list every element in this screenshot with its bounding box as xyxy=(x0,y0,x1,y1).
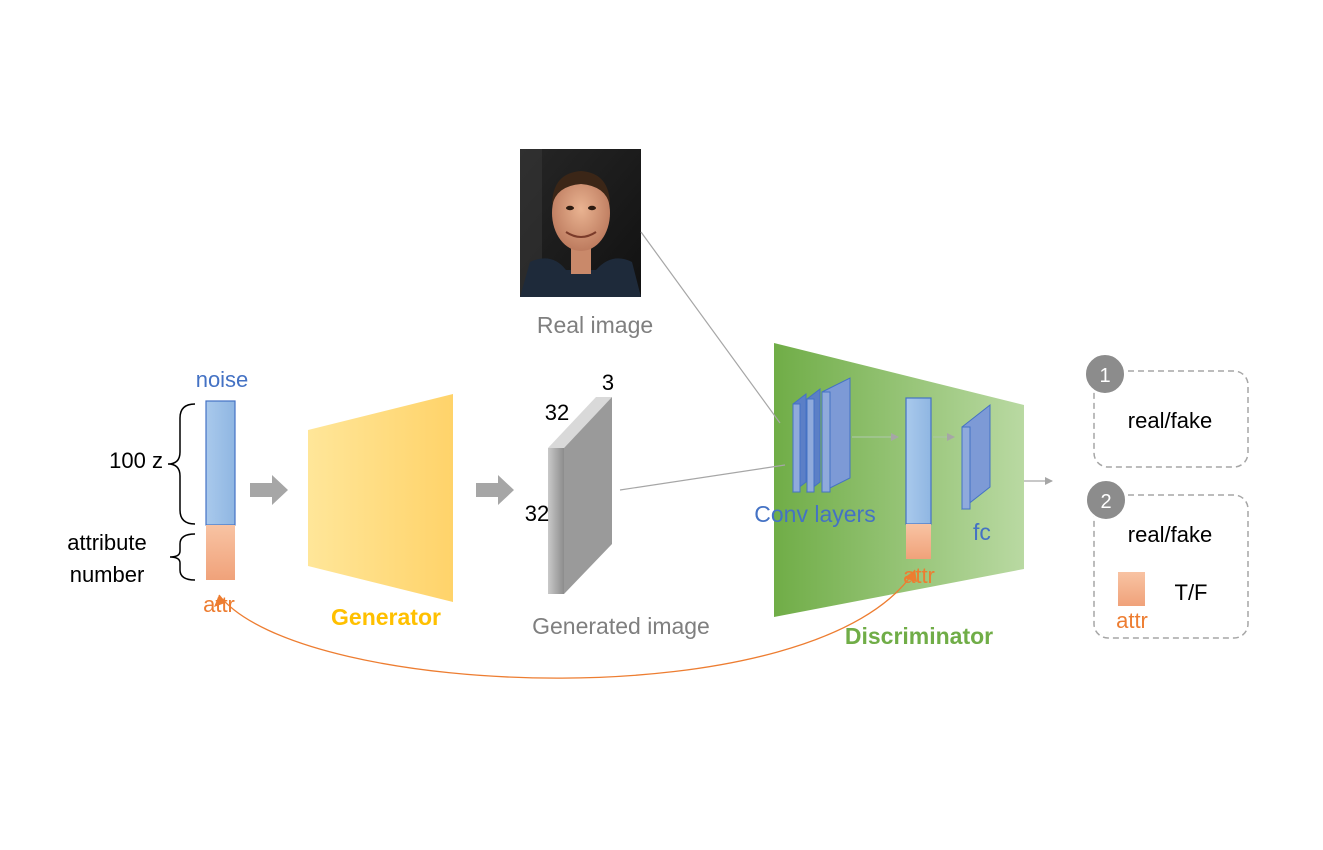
attribute-label-line2: number xyxy=(70,562,145,587)
output-option-2-tf: T/F xyxy=(1175,580,1208,605)
output-option-2-attr-label: attr xyxy=(1116,608,1148,633)
output-option-2-number: 2 xyxy=(1100,491,1111,513)
face-photo-icon xyxy=(520,149,641,297)
dim-depth-label: 3 xyxy=(602,370,614,395)
noise-label: noise xyxy=(196,367,249,392)
dim-width-label: 32 xyxy=(545,400,569,425)
attr-vector xyxy=(206,525,235,580)
fc-label: fc xyxy=(973,519,991,545)
attr-feedback-curve xyxy=(218,569,916,679)
z-brace xyxy=(167,403,196,525)
disc-feature-vector xyxy=(905,397,932,525)
dim-height-label: 32 xyxy=(525,501,549,526)
attr-feedback-arrowhead-right xyxy=(904,570,917,582)
output-option-1-text: real/fake xyxy=(1128,408,1212,433)
noise-vector xyxy=(205,400,236,526)
output-option-2 xyxy=(1093,494,1249,639)
output-option-2-attr-swatch xyxy=(1118,572,1145,606)
generator-block xyxy=(308,394,453,602)
generated-image-line xyxy=(619,464,786,491)
attr-brace xyxy=(169,533,196,581)
output-option-1 xyxy=(1093,370,1249,468)
attribute-label-line1: attribute xyxy=(67,530,147,555)
conv-layers xyxy=(792,377,851,494)
output-option-2-text: real/fake xyxy=(1128,522,1212,547)
arrow-to-generated-image xyxy=(476,475,514,505)
real-image-label: Real image xyxy=(537,312,653,338)
real-image-line xyxy=(640,231,781,424)
output-option-2-badge xyxy=(1085,479,1127,521)
generated-image-top xyxy=(548,397,612,448)
discriminator-label: Discriminator xyxy=(845,623,993,649)
output-option-1-badge xyxy=(1084,353,1126,395)
generated-image-front xyxy=(548,448,564,594)
conv-layers-label: Conv layers xyxy=(754,501,875,527)
generator-label: Generator xyxy=(331,604,441,630)
arrow-to-generator xyxy=(250,475,288,505)
generated-image-label: Generated image xyxy=(532,613,710,639)
disc-attr-vector xyxy=(906,524,931,559)
fc-layer xyxy=(961,403,991,511)
output-option-1-number: 1 xyxy=(1099,365,1110,387)
generated-image-side xyxy=(564,397,612,594)
z-label: 100 z xyxy=(109,448,163,473)
attr-feedback-arrowhead-left xyxy=(214,595,225,607)
